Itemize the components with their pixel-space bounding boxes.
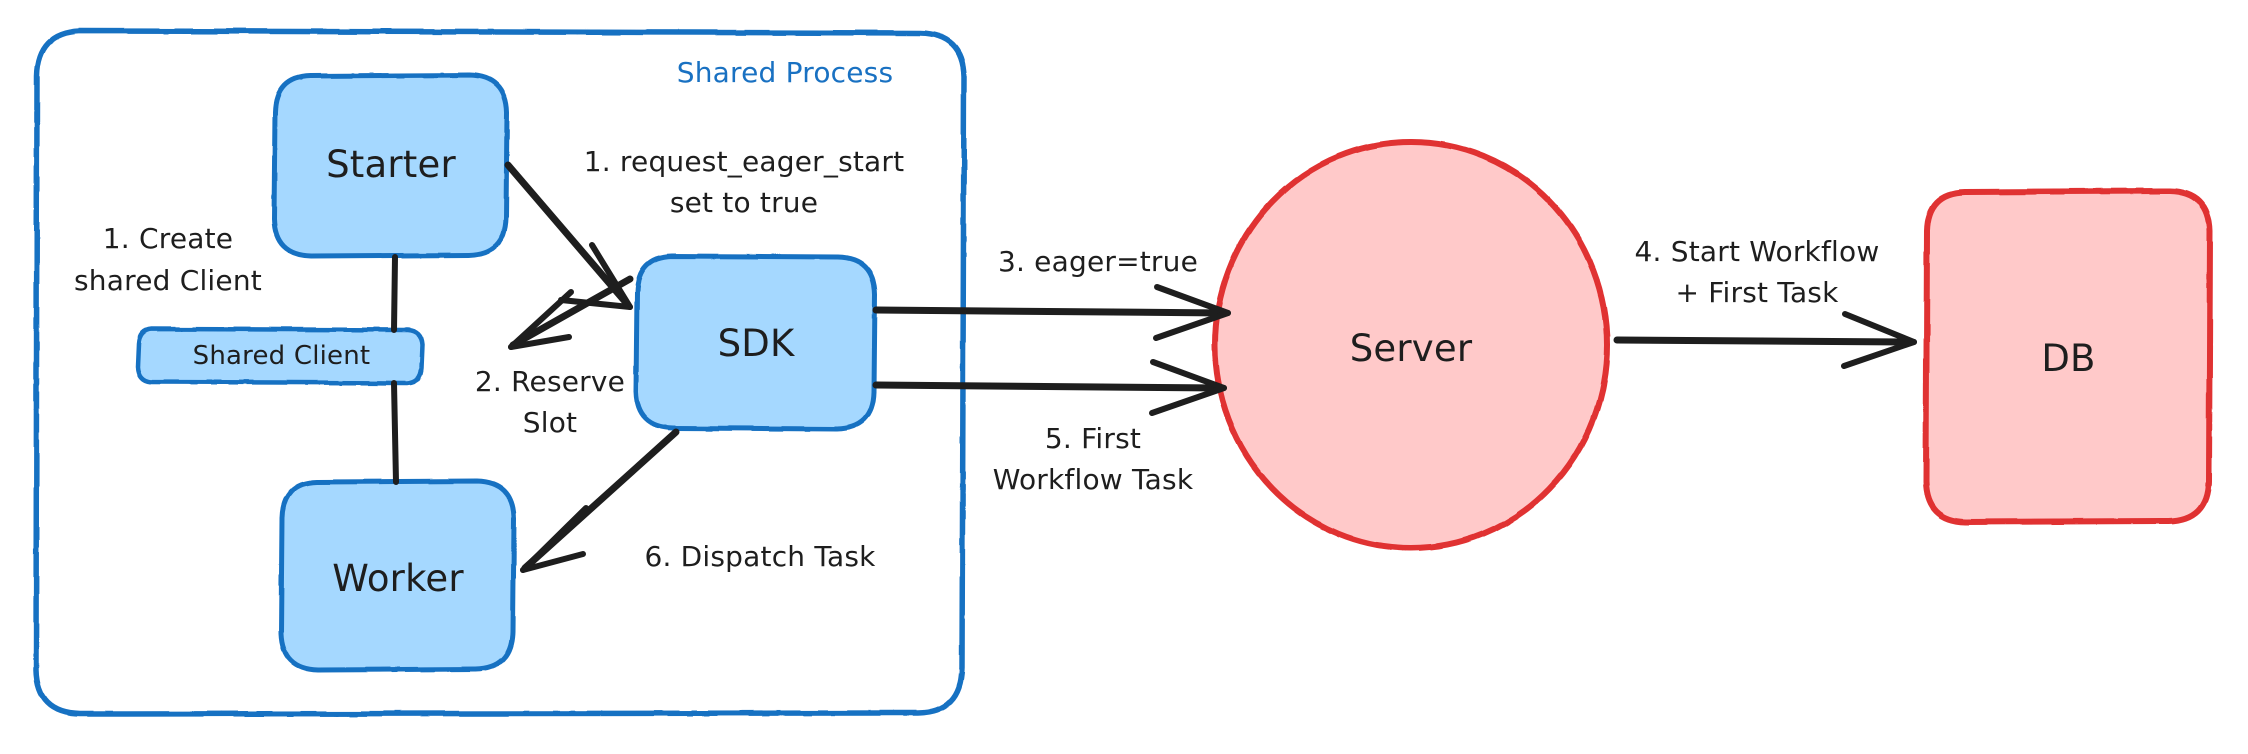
edge-4-start-workflow	[1613, 311, 1917, 369]
shared-process-container	[33, 28, 967, 717]
node-worker-shape[interactable]	[278, 478, 517, 673]
node-starter-shape[interactable]	[271, 72, 510, 259]
node-sdk-shape[interactable]	[633, 253, 878, 432]
node-server-shape[interactable]	[1212, 139, 1610, 551]
node-shared-client-shape[interactable]	[135, 326, 426, 386]
edge-starter-shared-client	[391, 254, 398, 333]
edge-shared-client-worker	[391, 380, 399, 485]
edge-1-request-eager-start	[504, 161, 633, 310]
node-db-shape[interactable]	[1923, 188, 2213, 525]
edge-2-reserve-slot	[508, 275, 634, 350]
edge-6-dispatch-task	[520, 428, 680, 573]
edge-5-first-workflow-task	[872, 359, 1227, 416]
edge-3-eager-true	[872, 284, 1231, 341]
